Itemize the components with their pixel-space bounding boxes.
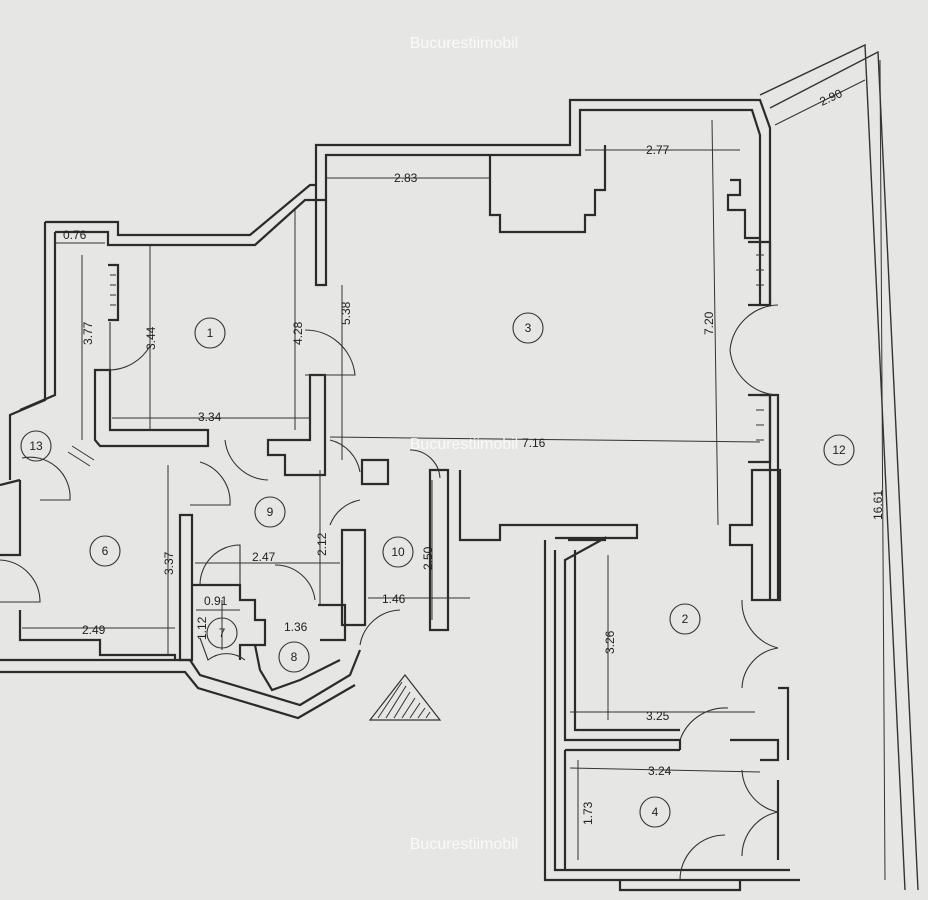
dim-0-91: 0.91	[204, 594, 228, 608]
room-marker-12: 12	[823, 434, 855, 466]
dim-2-50: 2.50	[421, 546, 435, 570]
dim-3-26: 3.26	[603, 630, 617, 654]
svg-text:7: 7	[219, 626, 226, 640]
room-marker-13: 13	[20, 430, 52, 462]
dim-1-73: 1.73	[581, 801, 595, 825]
dim-2-47: 2.47	[252, 550, 276, 564]
svg-text:13: 13	[29, 439, 43, 453]
room-markers: 1 2 3 4 6 7 8 9	[20, 312, 855, 828]
dim-2-90: 2.90	[817, 86, 844, 109]
room-marker-10: 10	[382, 536, 414, 568]
interior-walls	[0, 145, 782, 892]
room-marker-8: 8	[278, 641, 310, 673]
watermark-top: Bucurestiimobil	[410, 35, 518, 52]
dim-1-46: 1.46	[382, 592, 406, 606]
dim-3-77: 3.77	[81, 321, 95, 345]
dim-3-37: 3.37	[162, 551, 176, 575]
room-marker-6: 6	[89, 535, 121, 567]
dim-3-25: 3.25	[646, 709, 670, 723]
room-marker-9: 9	[254, 496, 286, 528]
dim-7-16: 7.16	[522, 436, 546, 450]
outer-walls	[0, 43, 919, 891]
room-marker-4: 4	[639, 796, 671, 828]
dimension-labels: 0.76 3.77 3.44 4.28 5.38 3.34 2.83 2.77 …	[63, 86, 885, 825]
svg-text:8: 8	[291, 650, 298, 664]
room-marker-2: 2	[669, 603, 701, 635]
svg-text:6: 6	[102, 544, 109, 558]
dim-2-77: 2.77	[646, 143, 670, 157]
room-marker-3: 3	[512, 312, 544, 344]
dim-2-83: 2.83	[394, 171, 418, 185]
svg-text:4: 4	[652, 805, 659, 819]
svg-text:3: 3	[525, 321, 532, 335]
svg-text:10: 10	[391, 545, 405, 559]
dim-0-76: 0.76	[63, 228, 87, 242]
room-marker-1: 1	[194, 317, 226, 349]
svg-text:9: 9	[267, 505, 274, 519]
dim-3-34: 3.34	[198, 410, 222, 424]
watermark-middle: Bucurestiimobil	[410, 436, 518, 453]
dimension-lines	[22, 59, 886, 881]
room-marker-7: 7	[206, 617, 238, 649]
svg-text:12: 12	[832, 443, 846, 457]
dim-1-12: 1.12	[195, 616, 209, 640]
watermarks: Bucurestiimobil Bucurestiimobil Bucurest…	[410, 35, 518, 853]
orientation-triangle	[368, 674, 442, 721]
dim-7-20: 7.20	[702, 311, 716, 335]
dim-5-38: 5.38	[339, 301, 353, 325]
dim-1-36: 1.36	[284, 620, 308, 634]
dim-4-28: 4.28	[291, 321, 305, 345]
dim-3-24: 3.24	[648, 764, 672, 778]
svg-text:1: 1	[207, 326, 214, 340]
dim-2-49: 2.49	[82, 623, 106, 637]
dim-2-12: 2.12	[315, 532, 329, 556]
windows	[67, 254, 764, 467]
dim-16-61: 16.61	[871, 490, 885, 520]
watermark-bottom: Bucurestiimobil	[410, 836, 518, 853]
dim-3-44: 3.44	[144, 326, 158, 350]
svg-text:2: 2	[682, 612, 689, 626]
doors	[0, 304, 779, 881]
